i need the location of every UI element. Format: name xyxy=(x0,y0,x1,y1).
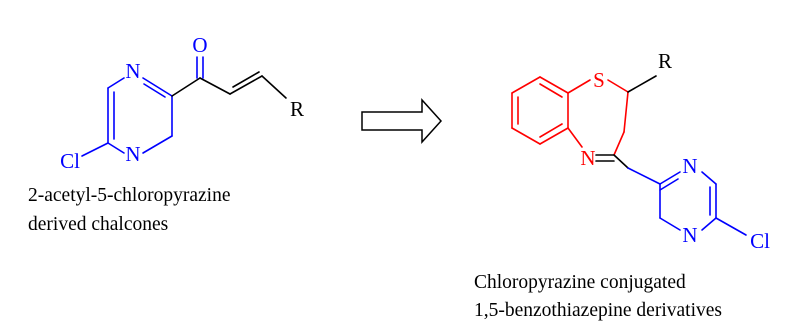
chalcone-chain xyxy=(171,71,287,99)
caption-right-line1: Chloropyrazine conjugated xyxy=(474,272,686,293)
hollow-right-arrow-icon xyxy=(361,98,443,144)
imine-bond xyxy=(595,154,629,169)
atom-s: S xyxy=(593,68,605,92)
chalcone-molecule: N N Cl O R xyxy=(60,33,304,173)
caption-left-line2: derived chalcones xyxy=(28,214,168,235)
r-substituent-bond xyxy=(627,75,657,93)
atom-n-bottom-right: N xyxy=(682,223,697,247)
carbonyl-bond xyxy=(196,56,204,79)
atom-o: O xyxy=(192,33,207,57)
pyrazine-ring-right xyxy=(627,167,747,236)
atom-n-top-left: N xyxy=(125,59,140,83)
caption-left-line1: 2-acetyl-5-chloropyrazine xyxy=(28,185,230,206)
atom-cl-right: Cl xyxy=(750,229,770,253)
atom-n-top-right: N xyxy=(682,154,697,178)
atom-r-right: R xyxy=(658,49,672,73)
benzothiazepine-molecule: S N R N N Cl xyxy=(511,49,770,253)
atom-r-left: R xyxy=(290,97,304,121)
atom-cl-left: Cl xyxy=(60,149,80,173)
benzothiazepine-core xyxy=(511,76,629,156)
pyrazine-ring-left xyxy=(81,77,173,157)
caption-right-line2: 1,5-benzothiazepine derivatives xyxy=(474,300,722,321)
atom-n-bottom-left: N xyxy=(125,142,140,166)
atom-n-ring: N xyxy=(580,146,595,170)
